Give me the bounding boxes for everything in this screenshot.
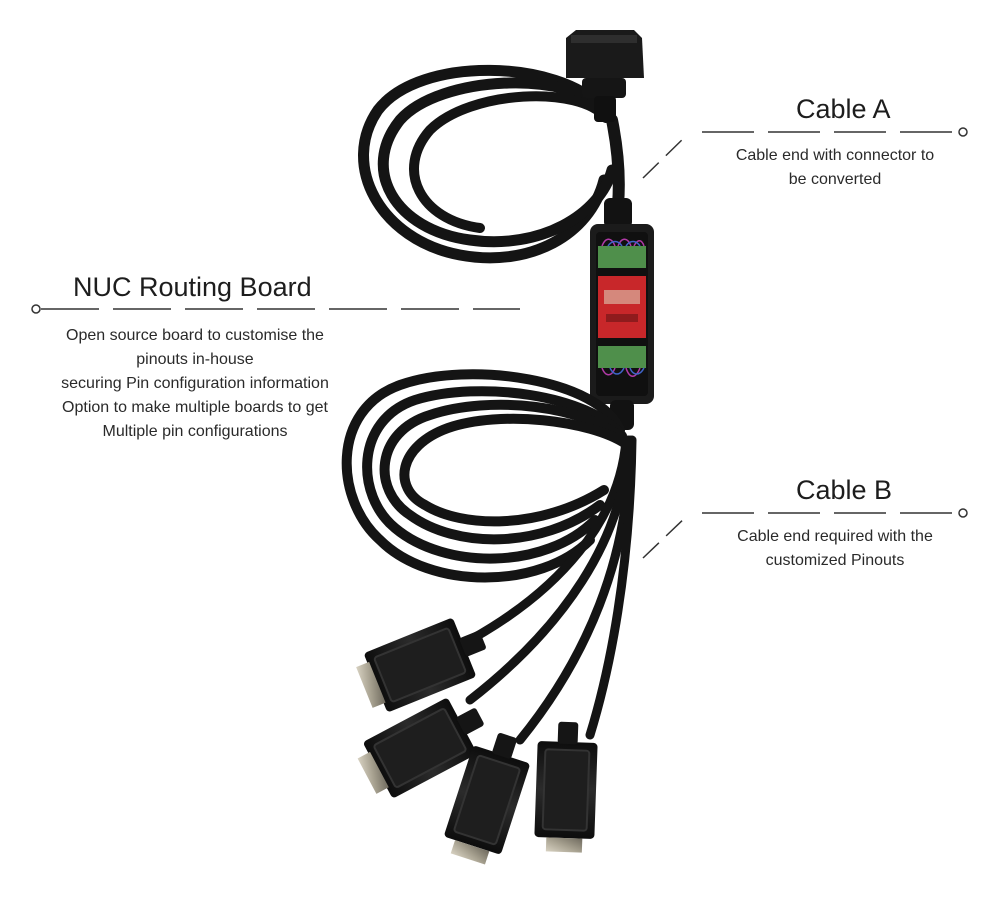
cable-a-title: Cable A (796, 94, 891, 124)
nuc-board-line-5: Multiple pin configurations (102, 423, 288, 440)
nuc-board-line-4: Option to make multiple boards to get (62, 399, 328, 416)
db9-connector-4 (534, 721, 598, 853)
fanout-strands (465, 435, 637, 745)
lower-cable-coil (341, 369, 631, 583)
cable-a-line-2: be converted (788, 171, 882, 188)
terminal-block-bottom (598, 346, 646, 368)
cable-a-line-1: Cable end with connector to (735, 147, 935, 164)
red-pcb (598, 276, 646, 338)
nuc-board-description: Open source board to customise the pinou… (20, 324, 370, 444)
upper-cable-coil (358, 64, 618, 264)
db9-connector-1 (356, 618, 486, 712)
terminal-block-top (598, 246, 646, 268)
db9-connector-2 (357, 698, 484, 798)
cable-a-description: Cable end with connector to be converted (705, 144, 965, 192)
routing-board-housing (590, 198, 654, 430)
cable-b-line-2: customized Pinouts (765, 552, 905, 569)
cable-b-line-1: Cable end required with the (737, 528, 933, 545)
nuc-board-line-3: securing Pin configuration information (61, 375, 329, 392)
nuc-board-title: NUC Routing Board (73, 272, 312, 302)
cable-b-title: Cable B (796, 475, 893, 505)
nuc-board-leader (31, 304, 520, 314)
cable-a-strand (606, 114, 625, 211)
cable-b-description: Cable end required with the customized P… (705, 525, 965, 573)
cable-a-leader (642, 127, 968, 179)
cable-b-leader (642, 508, 968, 559)
db9-connector-3 (444, 733, 530, 865)
obd-connector (566, 30, 644, 122)
nuc-board-line-1: Open source board to customise the (66, 327, 324, 344)
nuc-board-line-2: pinouts in-house (136, 351, 254, 368)
